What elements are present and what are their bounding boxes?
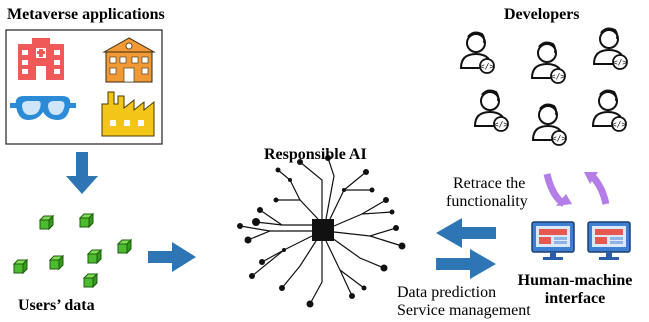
cycle-arrows: [543, 172, 610, 207]
cube-icon: [83, 273, 98, 288]
developer-icon: [531, 41, 567, 84]
developers-title: Developers: [504, 6, 580, 23]
monitor-icon: [587, 221, 631, 261]
responsible-ai-title: Responsible AI: [264, 146, 367, 163]
cube-icon: [79, 213, 94, 228]
cube-icon: [13, 259, 28, 274]
retrace-label-line2: functionality: [446, 193, 528, 210]
service-management-label: Service management: [397, 302, 531, 319]
developer-icon: [474, 89, 510, 132]
school-icon: [102, 37, 156, 83]
hmi-label-line2: interface: [544, 290, 606, 307]
developer-icon: [532, 103, 568, 146]
cube-icon: [117, 239, 132, 254]
cube-icon: [87, 249, 102, 264]
monitor-icon: [531, 221, 575, 261]
arrow-data-to-ai: [148, 242, 196, 272]
arrow-hmi-to-ai: [436, 218, 496, 248]
users-data-label: Users’ data: [18, 297, 95, 314]
vr-goggles-icon: [10, 96, 76, 120]
arrow-ai-to-hmi: [436, 249, 496, 279]
developer-icon: [460, 31, 496, 74]
hospital-icon: [18, 38, 64, 80]
factory-icon: [101, 91, 155, 137]
developer-icon: [592, 89, 628, 132]
cube-icon: [49, 255, 64, 270]
hmi-label-line1: Human-machine: [517, 272, 633, 289]
developers-group: [460, 27, 629, 146]
users-data-cubes: [13, 213, 132, 288]
developer-icon: [593, 27, 629, 70]
data-prediction-label: Data prediction: [397, 284, 497, 301]
neural-nodes: [237, 155, 406, 308]
arrow-down-to-data: [66, 152, 98, 194]
cube-icon: [39, 215, 54, 230]
retrace-label-line1: Retrace the: [453, 175, 526, 192]
ai-chip: [312, 219, 334, 241]
hmi-monitors: [531, 221, 631, 261]
metaverse-apps-title: Metaverse applications: [7, 6, 165, 23]
